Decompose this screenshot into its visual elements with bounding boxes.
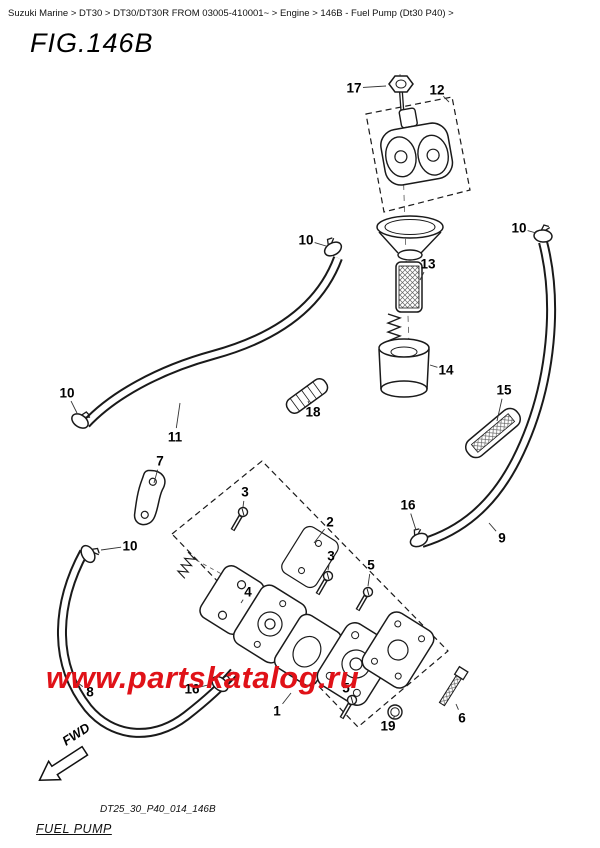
callout-number: 5 (342, 681, 350, 696)
spacer-bracket (133, 469, 166, 526)
screw-bolt (354, 586, 375, 613)
callout-number: 6 (458, 711, 466, 726)
nut-part (388, 75, 414, 121)
hose-clamp (318, 234, 345, 260)
callout-number: 3 (241, 485, 249, 500)
breadcrumb-separator: > (68, 8, 80, 19)
callout-leader (419, 271, 425, 281)
callout-leader (488, 522, 497, 532)
breadcrumb-item[interactable]: Engine (279, 8, 310, 19)
callout-leader (314, 242, 327, 247)
mounting-bolt (438, 665, 469, 707)
callout-leader (313, 528, 325, 544)
callout-number: 13 (420, 257, 436, 272)
breadcrumb-item[interactable]: DT30/DT30R FROM 03005-410001~ (113, 8, 270, 19)
callout-leader (73, 679, 84, 687)
hose-clamp (532, 223, 554, 244)
callout-leader (429, 364, 438, 368)
footer-title: FUEL PUMP (36, 822, 112, 836)
callout-leader (282, 692, 292, 705)
callout-number: 3 (327, 549, 335, 564)
pump-assembly-outline (365, 96, 471, 213)
pump-outer-cover (361, 611, 435, 689)
callout-leader (527, 230, 537, 234)
callout-number: 15 (496, 383, 512, 398)
breadcrumb: Suzuki Marine > DT30 > DT30/DT30R FROM 0… (8, 8, 596, 19)
filter-cup (378, 338, 430, 398)
breadcrumb-separator: > (445, 8, 454, 19)
callout-number: 19 (380, 719, 395, 734)
o-ring (387, 704, 403, 720)
callout-number: 11 (168, 430, 183, 445)
fwd-arrow (38, 745, 89, 782)
breadcrumb-separator: > (102, 8, 114, 19)
callout-number: 10 (122, 539, 137, 554)
callout-leader (367, 573, 371, 587)
breadcrumb-item[interactable]: 146B - Fuel Pump (Dt30 P40) (320, 8, 446, 19)
callout-number: 5 (367, 558, 375, 573)
callout-leader (410, 513, 417, 531)
breadcrumb-separator: > (269, 8, 280, 19)
pump-spring (175, 551, 198, 579)
callout-leader (200, 683, 213, 688)
fuel-hose-lower-left (57, 549, 238, 738)
watermark: www.partskatalog.ru (46, 660, 360, 695)
figure-title: FIG.146B (30, 28, 154, 58)
callout-leader (70, 400, 78, 414)
callout-number: 10 (298, 233, 313, 248)
footer-code: DT25_30_P40_014_146B (100, 804, 216, 815)
fuel-hose-right (420, 240, 557, 548)
callout-number: 14 (438, 363, 454, 378)
breadcrumb-item[interactable]: Suzuki Marine (8, 8, 69, 19)
fuel-hose-left (82, 256, 343, 428)
callout-number: 10 (59, 386, 74, 401)
callout-leader (100, 546, 122, 551)
callout-leader (443, 96, 450, 103)
pump-exploded-outline (171, 460, 449, 728)
callout-number: 9 (498, 531, 506, 546)
callout-number: 17 (346, 81, 361, 96)
callout-number: 16 (184, 682, 200, 697)
callout-number: 10 (511, 221, 526, 236)
fuel-pump-upper-body (380, 107, 454, 186)
callout-number: 8 (86, 685, 94, 700)
callout-number: 18 (305, 405, 321, 420)
screw-bolt (229, 506, 250, 533)
callout-leader (349, 695, 352, 698)
callout-number: 12 (429, 83, 444, 98)
callout-leader (307, 400, 310, 404)
breadcrumb-item[interactable]: DT30 (79, 8, 103, 19)
callout-leader (455, 703, 459, 710)
callout-leader (242, 500, 245, 508)
callout-number: 2 (326, 515, 334, 530)
callout-number: 16 (400, 498, 416, 513)
hose-protector (285, 378, 329, 414)
breadcrumb-separator: > (309, 8, 321, 19)
callout-number: 4 (244, 585, 252, 600)
callout-number: 7 (156, 454, 164, 469)
callout-leader (362, 85, 387, 88)
callout-leader (175, 402, 181, 429)
pump-diaphragm-funnel (376, 215, 444, 261)
callout-leader (153, 469, 159, 484)
pump-gasket (281, 525, 339, 589)
callout-leader (240, 599, 244, 604)
hose-protector-right (464, 407, 522, 459)
callout-leader (392, 715, 396, 719)
fwd-label: FWD (59, 719, 93, 748)
callout-number: 1 (273, 704, 281, 719)
fuel-filter-element (395, 261, 423, 313)
callout-leader (496, 398, 503, 422)
callout-leader (327, 564, 330, 571)
